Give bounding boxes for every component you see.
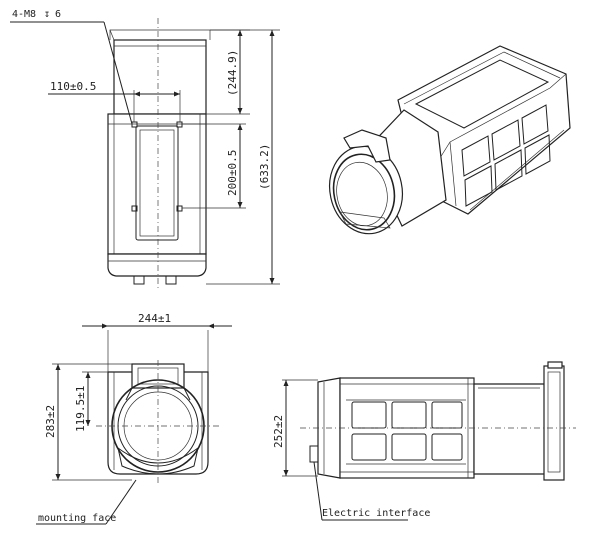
front-view: 4-M8 ↧ 6 110±0.5 200±0.5 (244.9) (633.2) (10, 9, 280, 290)
front-bottom-cap (107, 253, 207, 277)
side-front-ring (543, 365, 565, 481)
iso-clip (343, 129, 391, 163)
iso-top-panel (414, 59, 550, 129)
side-view: 252±2 Electric interface (272, 361, 576, 521)
electric-interface-label: Electric interface (322, 508, 430, 519)
end-bottom-lip (117, 446, 199, 475)
dim-end-height: 283±2 (44, 405, 57, 438)
mounting-face-label: mounting face (38, 513, 116, 524)
dim-total-height: (633.2) (258, 144, 271, 190)
front-window (135, 125, 179, 241)
isometric-view (329, 45, 571, 235)
front-body (107, 113, 207, 255)
iso-lens (332, 153, 396, 231)
end-view: 244±1 283±2 119.5±1 mounting face (36, 312, 232, 525)
dim-hole-spacing: 110±0.5 (50, 80, 96, 93)
iso-side-panels (461, 104, 551, 207)
front-connector-right (165, 275, 177, 285)
dim-end-width: 244±1 (138, 312, 171, 325)
side-lens-tube (473, 383, 549, 475)
depth-symbol: ↧ (44, 9, 50, 20)
front-lens-tube (113, 39, 207, 115)
dim-top-height: (244.9) (226, 50, 239, 96)
front-connector-left (133, 275, 145, 285)
thread-callout: 4-M8 (12, 9, 36, 20)
dim-end-center-height: 119.5±1 (74, 386, 87, 432)
dim-side-height: 252±2 (272, 415, 285, 448)
mount-hole-1 (131, 121, 138, 128)
depth-callout: 6 (55, 9, 61, 20)
mount-hole-4 (176, 205, 183, 212)
side-electric-connector (309, 445, 319, 463)
dim-vertical-spacing: 200±0.5 (226, 150, 239, 196)
end-body (107, 371, 209, 475)
mount-hole-2 (176, 121, 183, 128)
mount-hole-3 (131, 205, 138, 212)
